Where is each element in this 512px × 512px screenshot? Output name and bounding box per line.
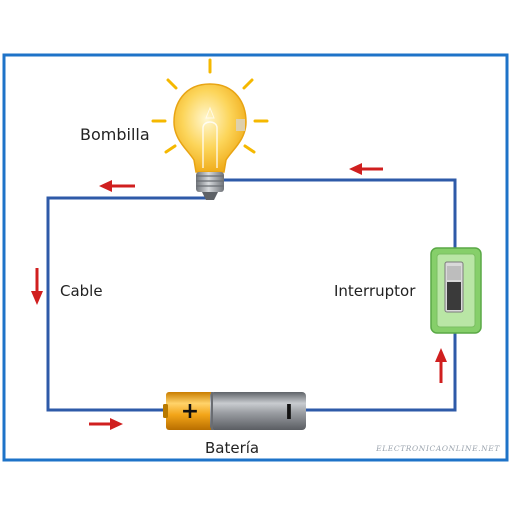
light-bulb-icon (151, 58, 269, 200)
current-arrow-top-right (349, 163, 383, 175)
circuit-wire (46, 196, 210, 412)
switch-icon (430, 247, 482, 334)
diagram-frame (2, 53, 509, 462)
battery-icon (163, 392, 306, 430)
current-arrow-left-down (31, 268, 43, 305)
switch-label: Interruptor (334, 282, 416, 300)
circuit-wire-bottom (306, 333, 457, 412)
current-arrow-top-left (99, 180, 135, 192)
battery-label: Batería (205, 439, 260, 457)
bulb-label: Bombilla (80, 125, 150, 144)
wire-label: Cable (60, 282, 103, 300)
current-arrow-right-up (435, 348, 447, 383)
circuit-wire-top (218, 178, 457, 248)
watermark: ELECTRONICAONLINE.NET (376, 444, 500, 453)
battery-positive-terminal: + (181, 399, 199, 424)
current-arrow-bottom-right (89, 418, 123, 430)
battery-negative-terminal: I (285, 400, 292, 424)
